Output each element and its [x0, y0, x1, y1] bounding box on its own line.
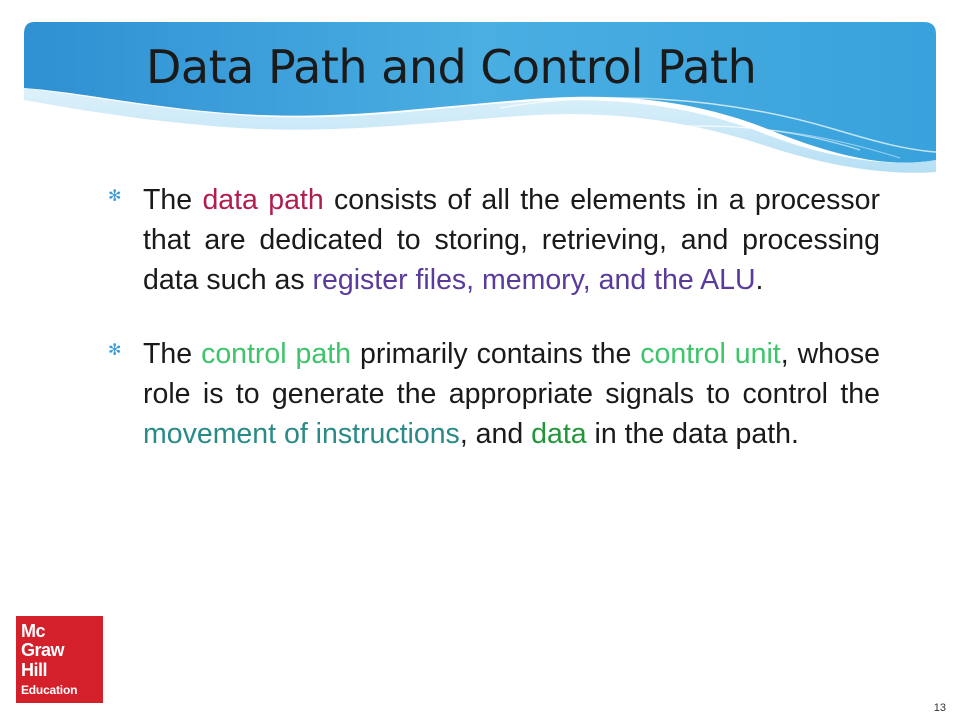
banner-wave-line-2: [559, 125, 861, 151]
highlighted-term: register files, memory, and the ALU: [312, 264, 756, 296]
text-segment: The: [143, 338, 202, 370]
asterisk-icon: ✻: [108, 186, 122, 205]
text-segment: consists of all the elements in a proces…: [143, 184, 880, 296]
slide-title: Data Path and Control Path: [146, 40, 757, 94]
asterisk-icon: ✻: [108, 340, 122, 359]
text-segment: primarily contains the: [351, 338, 641, 370]
highlighted-term: control path: [201, 338, 352, 370]
bullet-list: ✻ The data path consists of all the elem…: [100, 180, 880, 488]
page-number: 13: [933, 702, 946, 714]
bullet-text: The control path primarily contains the …: [143, 334, 880, 454]
text-segment: in the data path.: [586, 418, 799, 450]
bullet-item: ✻ The data path consists of all the elem…: [100, 180, 880, 300]
logo-line: Graw: [21, 640, 65, 660]
bullet-text: The data path consists of all the elemen…: [143, 180, 880, 300]
bullet-item: ✻ The control path primarily contains th…: [100, 334, 880, 454]
text-segment: .: [755, 264, 764, 296]
header-banner: [24, 22, 937, 173]
banner-wave-line-1: [499, 97, 937, 153]
banner-wave-line-3: [619, 126, 901, 159]
banner-light-wave: [24, 88, 936, 173]
highlighted-term: data: [531, 418, 587, 450]
highlighted-term: movement of instructions: [143, 418, 460, 450]
highlighted-term: data path: [202, 184, 324, 216]
banner-blue-band: [24, 22, 936, 163]
logo-line: Hill: [21, 660, 48, 680]
mcgraw-hill-education-logo: Mc Graw Hill Education: [16, 616, 103, 703]
highlighted-term: control unit: [640, 338, 781, 370]
logo-line: Education: [21, 683, 78, 697]
text-segment: , whose role is to generate the appropri…: [143, 338, 880, 410]
text-segment: , and: [459, 418, 532, 450]
logo-line: Mc: [21, 621, 46, 641]
text-segment: The: [143, 184, 203, 216]
